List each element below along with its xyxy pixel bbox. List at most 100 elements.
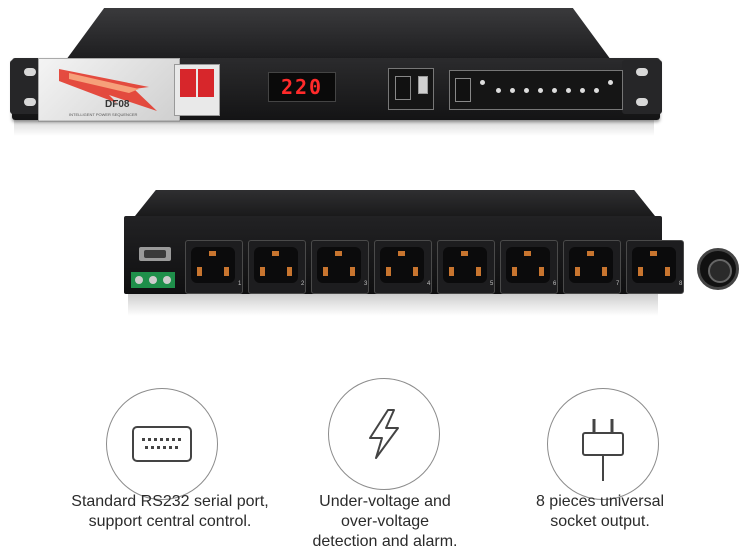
socket-pin xyxy=(287,267,292,276)
caption-line: detection and alarm. xyxy=(312,533,458,550)
terminal-screw xyxy=(163,276,171,284)
feature-circle-serial xyxy=(106,388,218,500)
indicator-led xyxy=(496,88,501,93)
power-input-core xyxy=(708,259,732,283)
caption-line: Under-voltage and xyxy=(319,493,451,510)
universal-socket[interactable]: 3 xyxy=(311,240,369,294)
socket-number: 1 xyxy=(238,281,242,287)
socket-face xyxy=(632,247,676,283)
socket-pin xyxy=(386,267,391,276)
indicator-led xyxy=(524,88,529,93)
socket-pin xyxy=(665,267,670,276)
feature-caption-voltage: Under-voltage and over-voltage detection… xyxy=(270,492,500,552)
power-plug-icon xyxy=(582,419,624,481)
terminal-screw xyxy=(135,276,143,284)
caption-line: over-voltage xyxy=(340,513,430,530)
socket-pin xyxy=(350,267,355,276)
serial-port-icon xyxy=(132,426,192,462)
socket-pin xyxy=(512,267,517,276)
socket-ground-pin xyxy=(335,251,342,256)
feature-circle-socket xyxy=(547,388,659,500)
rack-hole xyxy=(636,98,648,106)
front-unit-reflection xyxy=(14,120,654,136)
universal-socket[interactable]: 4 xyxy=(374,240,432,294)
socket-face xyxy=(443,247,487,283)
rack-hole xyxy=(24,98,36,106)
front-unit-top-cover xyxy=(66,8,611,60)
socket-pin xyxy=(413,267,418,276)
rear-unit-top-cover xyxy=(135,190,655,216)
socket-ground-pin xyxy=(650,251,657,256)
feature-caption-serial: Standard RS232 serial port, support cent… xyxy=(20,492,320,532)
caption-line: socket output. xyxy=(550,513,650,530)
socket-face xyxy=(191,247,235,283)
db9-connector xyxy=(144,250,166,258)
socket-face xyxy=(506,247,550,283)
power-rocker-switch[interactable] xyxy=(395,76,411,100)
socket-pin xyxy=(197,267,202,276)
universal-socket[interactable]: 8 xyxy=(626,240,684,294)
terminal-screw xyxy=(149,276,157,284)
rack-hole xyxy=(636,68,648,76)
red-arrow-graphic xyxy=(59,69,157,111)
socket-number: 8 xyxy=(679,281,683,287)
socket-ground-pin xyxy=(398,251,405,256)
universal-socket[interactable]: 1 xyxy=(185,240,243,294)
circuit-breaker[interactable] xyxy=(174,64,220,116)
usb-port[interactable] xyxy=(418,76,428,94)
socket-ground-pin xyxy=(524,251,531,256)
caption-line: 8 pieces universal xyxy=(535,493,665,510)
socket-number: 7 xyxy=(616,281,620,287)
lightning-icon xyxy=(369,409,399,459)
breaker-lever[interactable] xyxy=(198,69,214,97)
caption-line: support central control. xyxy=(88,513,252,530)
universal-socket[interactable]: 2 xyxy=(248,240,306,294)
indicator-led xyxy=(608,80,613,85)
socket-pin xyxy=(602,267,607,276)
feature-circle-voltage xyxy=(328,378,440,490)
rs232-db9-port[interactable] xyxy=(139,247,171,261)
socket-ground-pin xyxy=(209,251,216,256)
socket-pin xyxy=(449,267,454,276)
universal-socket[interactable]: 6 xyxy=(500,240,558,294)
indicator-led xyxy=(510,88,515,93)
indicator-led xyxy=(538,88,543,93)
socket-face xyxy=(569,247,613,283)
socket-pin xyxy=(575,267,580,276)
indicator-led xyxy=(480,80,485,85)
breaker-lever[interactable] xyxy=(180,69,196,97)
socket-number: 4 xyxy=(427,281,431,287)
indicator-led xyxy=(580,88,585,93)
sequence-rocker-switch[interactable] xyxy=(455,78,471,102)
socket-ground-pin xyxy=(587,251,594,256)
socket-pin xyxy=(539,267,544,276)
socket-pin xyxy=(476,267,481,276)
model-label: DF08 xyxy=(105,99,130,110)
socket-number: 3 xyxy=(364,281,368,287)
socket-pin xyxy=(638,267,643,276)
plate-small-text: INTELLIGENT POWER SEQUENCER xyxy=(69,112,138,117)
indicator-led xyxy=(552,88,557,93)
socket-pin xyxy=(323,267,328,276)
voltage-display: 220 xyxy=(268,72,336,102)
socket-pin xyxy=(260,267,265,276)
right-rack-ear xyxy=(622,60,662,114)
rear-unit-reflection xyxy=(128,294,658,316)
brand-label-plate: DF08 INTELLIGENT POWER SEQUENCER xyxy=(38,58,180,122)
indicator-led xyxy=(594,88,599,93)
socket-face xyxy=(380,247,424,283)
socket-ground-pin xyxy=(272,251,279,256)
socket-face xyxy=(254,247,298,283)
terminal-block[interactable] xyxy=(131,272,175,288)
universal-socket[interactable]: 7 xyxy=(563,240,621,294)
socket-number: 2 xyxy=(301,281,305,287)
caption-line: Standard RS232 serial port, xyxy=(71,493,269,510)
socket-ground-pin xyxy=(461,251,468,256)
socket-face xyxy=(317,247,361,283)
rack-hole xyxy=(24,68,36,76)
socket-number: 6 xyxy=(553,281,557,287)
feature-caption-socket: 8 pieces universal socket output. xyxy=(500,492,700,532)
socket-pin xyxy=(224,267,229,276)
power-input-connector[interactable] xyxy=(697,248,739,290)
universal-socket[interactable]: 5 xyxy=(437,240,495,294)
